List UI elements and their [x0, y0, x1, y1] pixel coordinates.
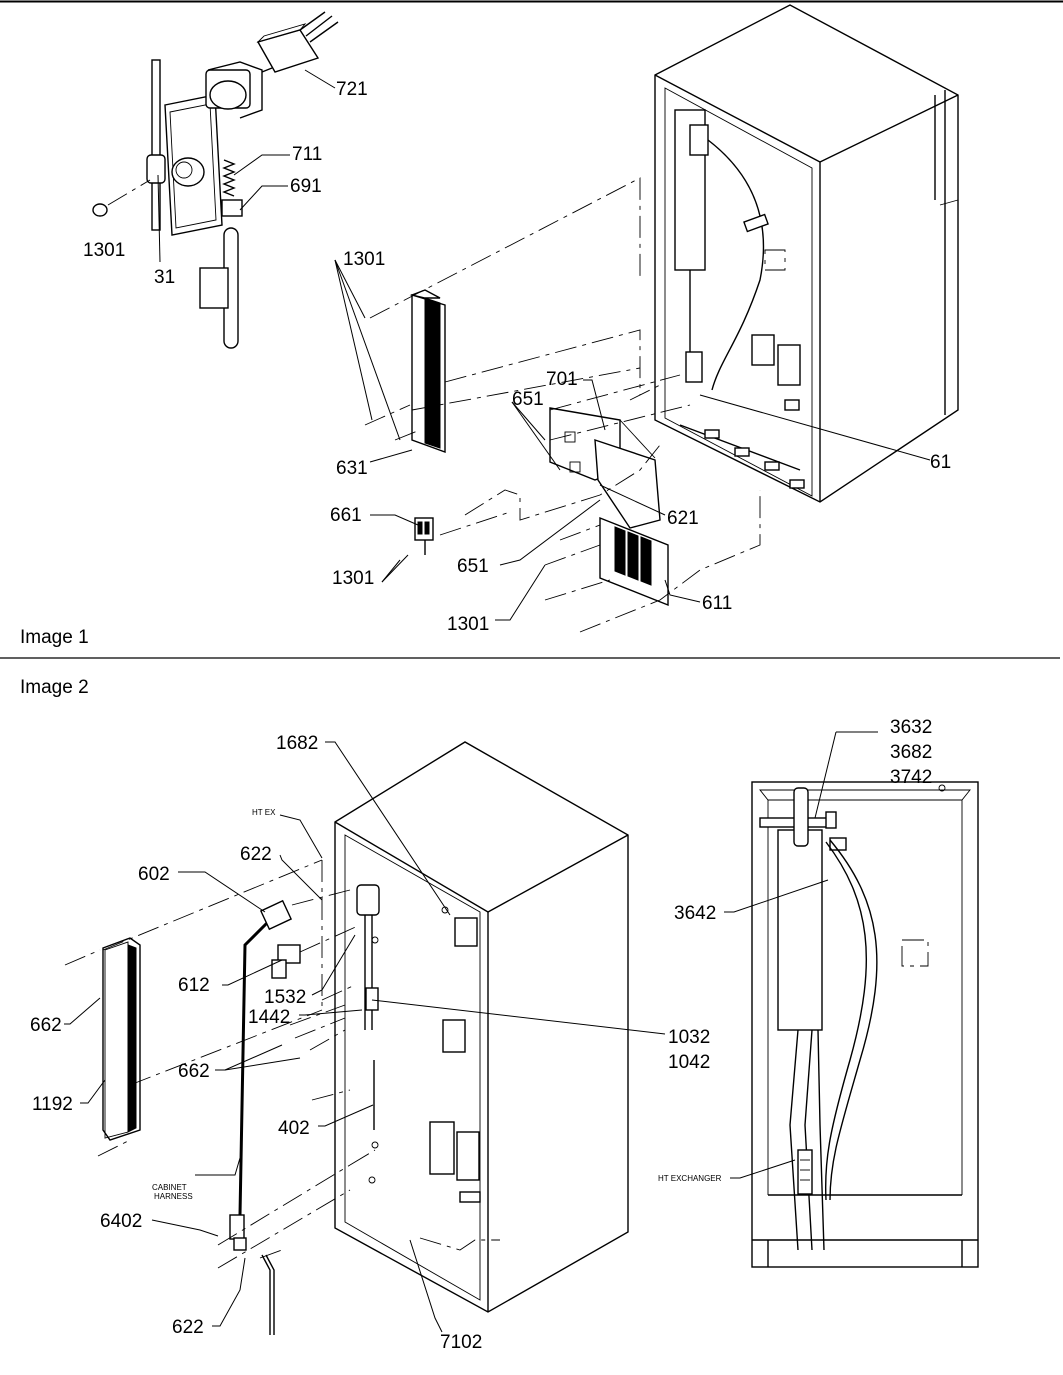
- label-622-a: 622: [240, 844, 272, 865]
- label-1532: 1532: [264, 987, 306, 1008]
- label-cabinet-harness-2: HARNESS: [154, 1192, 193, 1201]
- section-label-image-1: Image 1: [20, 627, 89, 648]
- label-651-a: 651: [512, 389, 544, 410]
- image-1-leaders: [157, 69, 931, 621]
- label-612: 612: [178, 975, 210, 996]
- label-621: 621: [667, 508, 699, 529]
- label-662-b: 662: [178, 1061, 210, 1082]
- label-3632: 3632: [890, 717, 932, 738]
- panel-1192: [102, 937, 141, 1141]
- label-3742: 3742: [890, 767, 932, 788]
- label-7102: 7102: [440, 1332, 482, 1353]
- bracket-701-621: [549, 407, 661, 529]
- image-2-leaders: [64, 731, 878, 1333]
- label-691: 691: [290, 176, 322, 197]
- label-1442: 1442: [248, 1007, 290, 1028]
- label-701: 701: [546, 369, 578, 390]
- cabinet-cross-section: [751, 781, 979, 1268]
- label-3642: 3642: [674, 903, 716, 924]
- label-1301-c: 1301: [332, 568, 374, 589]
- label-1032: 1032: [668, 1027, 710, 1048]
- dispenser-mechanism-assembly: [146, 59, 273, 349]
- label-1192: 1192: [32, 1094, 73, 1115]
- section-label-image-2: Image 2: [20, 677, 89, 698]
- label-602: 602: [138, 864, 170, 885]
- label-3682: 3682: [890, 742, 932, 763]
- image-2-section: Image 2: [20, 677, 979, 1353]
- label-1301-d: 1301: [447, 614, 489, 635]
- refrigerator-cabinet-image-2: [334, 741, 629, 1313]
- label-661: 661: [330, 505, 362, 526]
- switch-661: [414, 517, 434, 555]
- label-1042: 1042: [668, 1052, 710, 1073]
- label-1301-a: 1301: [83, 240, 125, 261]
- label-611: 611: [702, 593, 732, 614]
- label-711: 711: [292, 144, 322, 165]
- image-1-section: 721 711 691 1301 31 1301 701 651 61 631 …: [20, 4, 959, 648]
- refrigerator-cabinet-rear: [654, 4, 959, 503]
- label-662-a: 662: [30, 1015, 62, 1036]
- label-1301-b: 1301: [343, 249, 385, 270]
- label-cabinet-harness-1: CABINET: [152, 1183, 187, 1192]
- cabinet-harness: [229, 899, 301, 1335]
- image-2-assembly-lines: [64, 859, 500, 1269]
- label-622-b: 622: [172, 1317, 204, 1338]
- panel-631: [409, 289, 446, 453]
- screw-1301-left: [92, 179, 151, 217]
- grille-611: [599, 516, 669, 607]
- label-631: 631: [336, 458, 368, 479]
- label-651-b: 651: [457, 556, 489, 577]
- image-2-labels: 1682 3632 3682 3742 HT EX 622 602 3642 6…: [30, 717, 932, 1353]
- label-61: 61: [930, 452, 951, 473]
- label-31: 31: [154, 267, 175, 288]
- connector-721: [256, 11, 339, 73]
- image-1-labels: 721 711 691 1301 31 1301 701 651 61 631 …: [83, 79, 951, 635]
- label-402: 402: [278, 1118, 310, 1139]
- label-721: 721: [336, 79, 368, 100]
- image-1-assembly-lines: [364, 177, 761, 633]
- label-ht-ex: HT EX: [252, 808, 276, 817]
- label-6402: 6402: [100, 1211, 142, 1232]
- label-ht-exchanger: HT EXCHANGER: [658, 1174, 722, 1183]
- label-1682: 1682: [276, 733, 318, 754]
